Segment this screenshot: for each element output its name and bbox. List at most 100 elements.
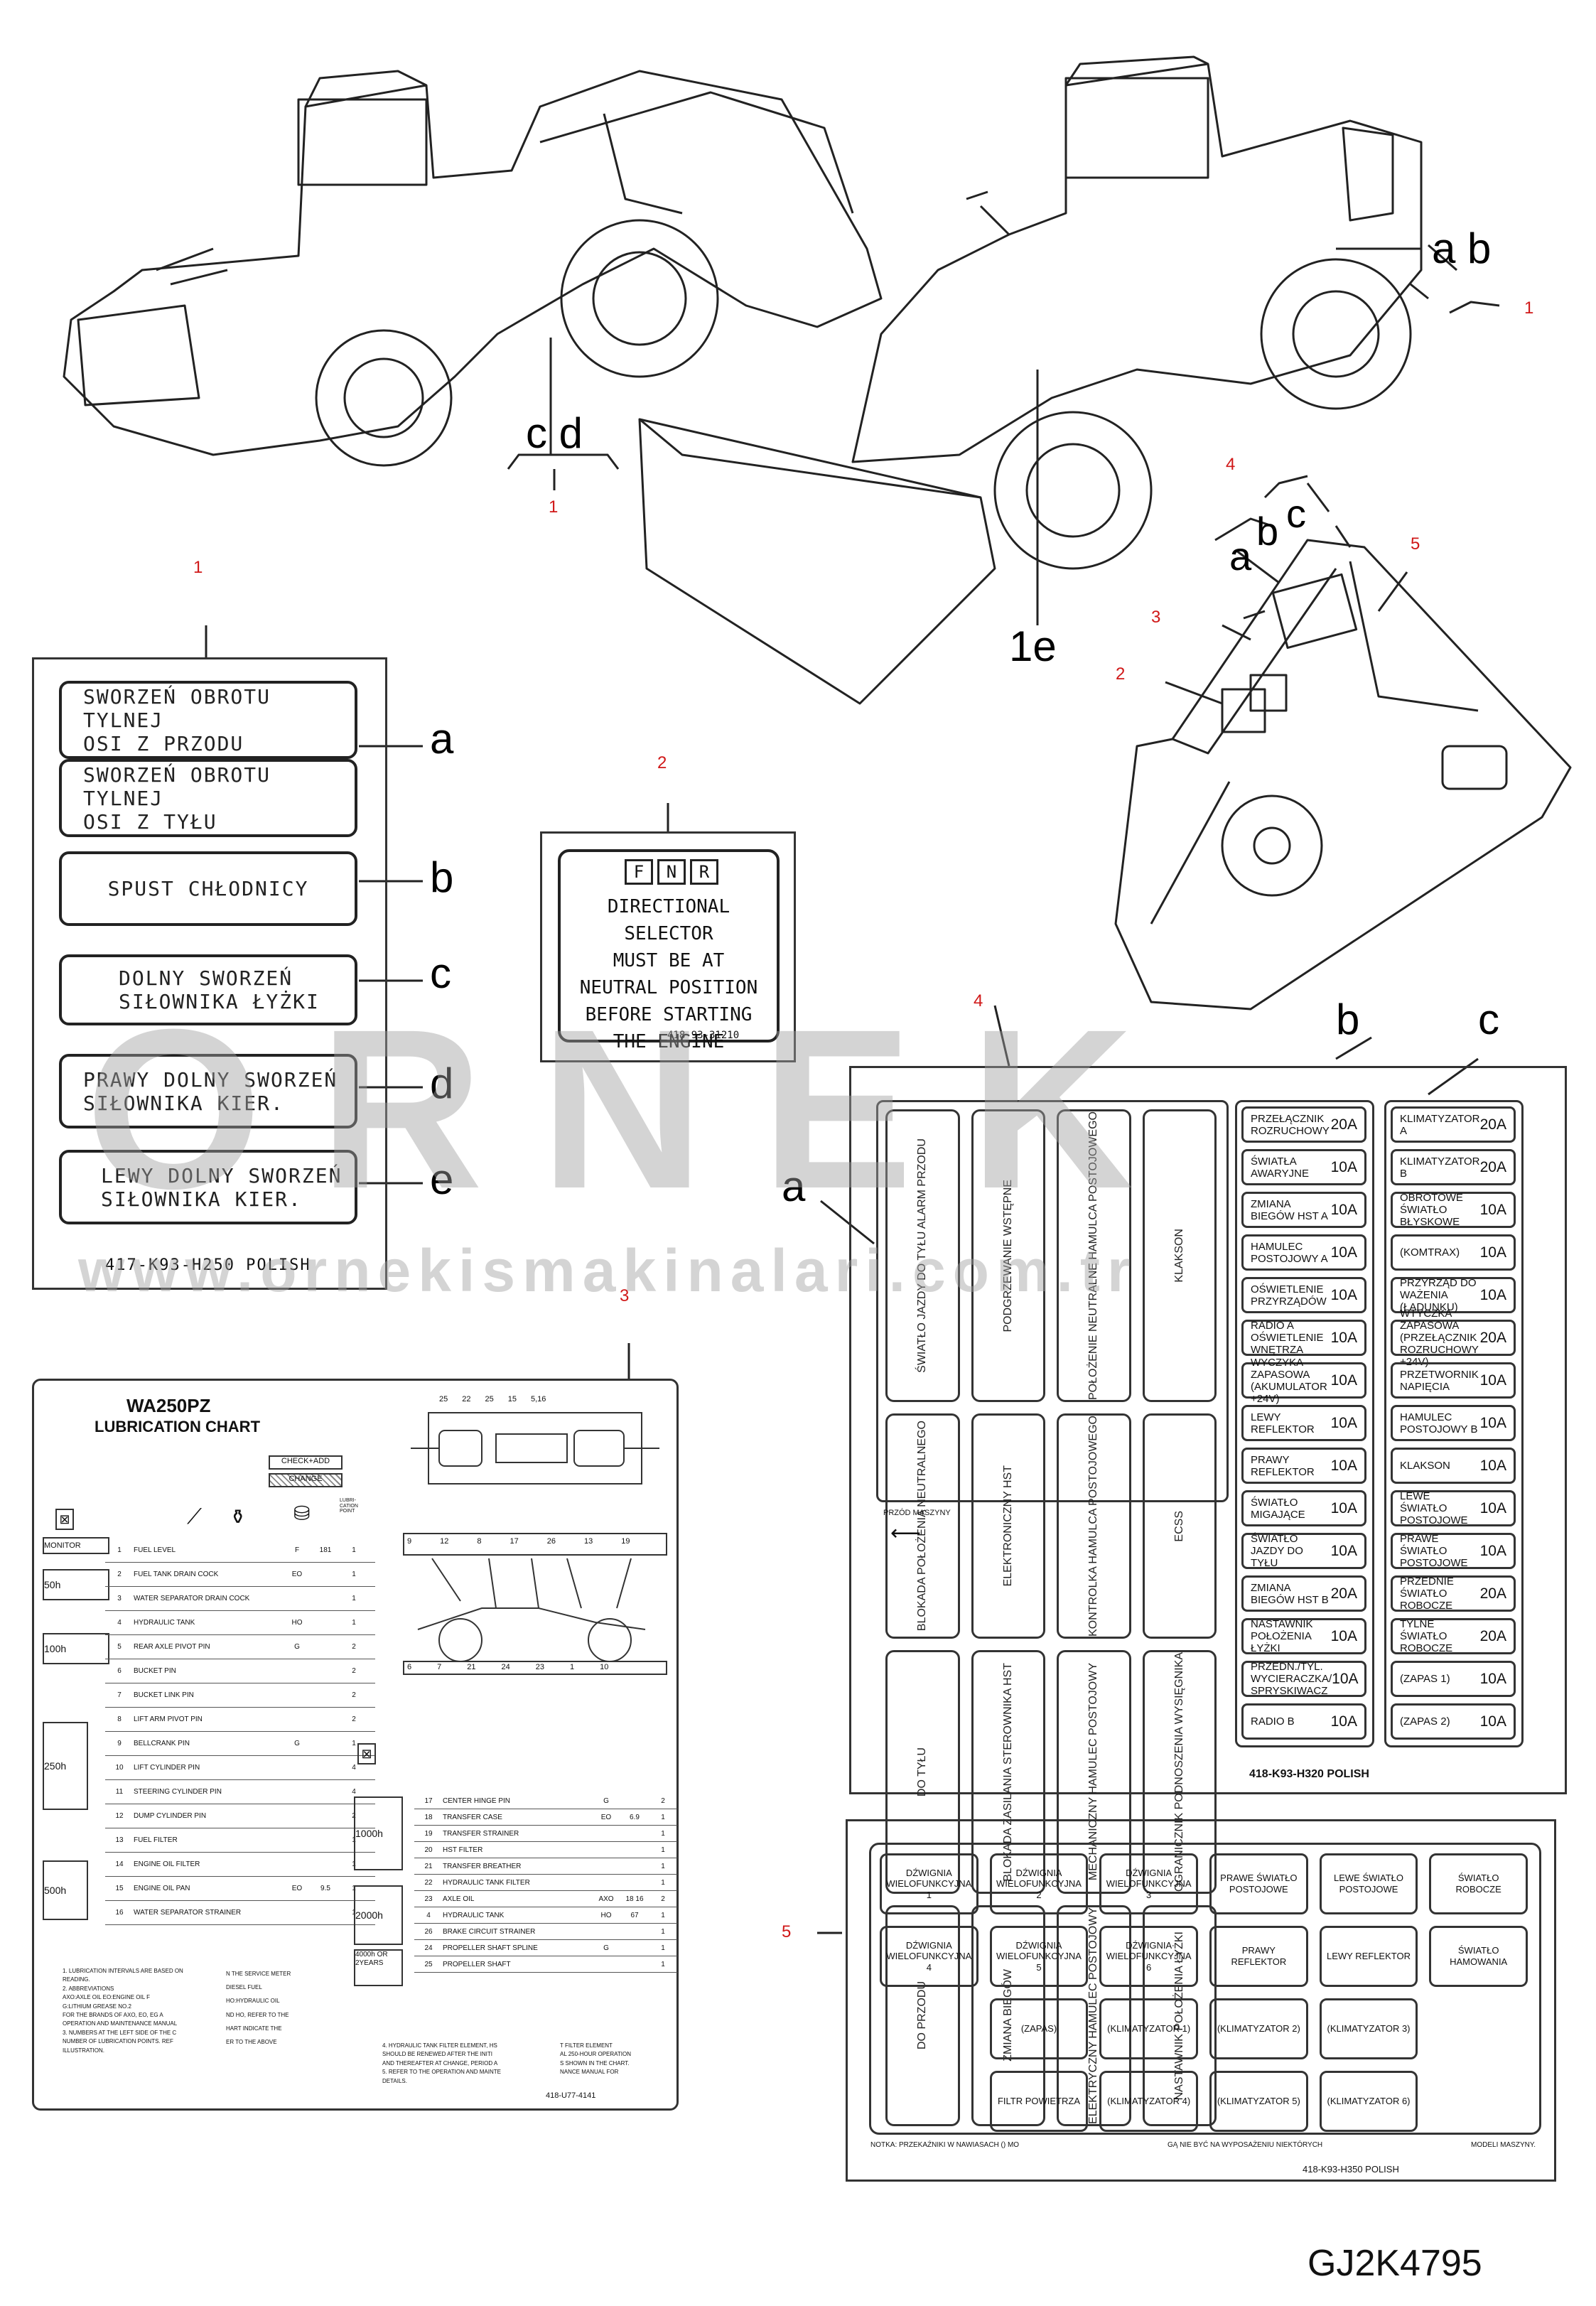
fuse-row-label: ZMIANA BIEGÓW HST A [1251, 1197, 1328, 1222]
lube-cell-code: EO [291, 1885, 303, 1892]
fuse-row-amp: 10A [1330, 1627, 1357, 1644]
fuse-slot: ZMIANA BIEGÓW [971, 1904, 1045, 2126]
lube-cell-qty: 6.9 [630, 1813, 640, 1821]
ref-panel5: 5 [782, 1922, 792, 1941]
relay-slot: FILTR POWIETRZA [989, 2071, 1089, 2132]
lube-cell-n: 14 [115, 1860, 124, 1868]
fuse-row: TYLNE ŚWIATŁO ROBOCZE 20A [1391, 1618, 1516, 1654]
lube-cell-pts: 2 [352, 1643, 356, 1651]
lube-cell-pts: 1 [352, 1619, 356, 1627]
interval-50h: 50h [43, 1569, 109, 1600]
fuse-row-amp: 10A [1330, 1542, 1357, 1559]
fuse-row-label: RADIO A OŚWIETLENIE WNĘTRZA [1251, 1320, 1324, 1356]
lube-cell-n: 15 [115, 1885, 124, 1892]
relay-slot: (KLIMATYZATOR 4) [1099, 2071, 1198, 2132]
lube-cell-n: 25 [424, 1960, 433, 1968]
lube-cell-n: 16 [115, 1909, 124, 1917]
interval-4000h: 4000h OR 2YEARS [354, 1949, 403, 1986]
lube-cell-item: REAR AXLE PIVOT PIN [134, 1643, 210, 1651]
ref-right-loader: 1 [1524, 298, 1534, 318]
fuse-row-amp: 10A [1332, 1670, 1359, 1687]
interval-2000h: 2000h [354, 1885, 403, 1945]
fuse-row-label: KLIMATYZATOR A [1400, 1112, 1480, 1137]
watermark-url: www.ornekismakinalari.com.tr [78, 1237, 1138, 1304]
lube-cell-item: ENGINE OIL FILTER [134, 1860, 200, 1868]
lube-cell-n: 21 [424, 1862, 433, 1870]
fuse-row-amp: 20A [1479, 1627, 1506, 1644]
diagram-code: GJ2K4795 [1307, 2243, 1482, 2284]
fuse-row: (KOMTRAX)10A [1391, 1234, 1516, 1271]
lube-title: WA250PZ [126, 1395, 211, 1416]
cab-illustration [1114, 475, 1572, 1011]
lube-cell-item: TRANSFER BREATHER [443, 1862, 522, 1870]
lube-cell-qty: 67 [630, 1911, 639, 1919]
fuse-row: PRZEDNIE ŚWIATŁO ROBOCZE 20A [1391, 1575, 1516, 1612]
fuse-row-label: ŚWIATŁO JAZDY DO TYŁU [1251, 1533, 1303, 1569]
fuse-row-amp: 20A [1479, 1585, 1506, 1602]
fuse-row-label: (ZAPAS 1) [1400, 1673, 1450, 1685]
fuse-slot-label: KLAKSON [1172, 1229, 1185, 1283]
fuse-row-amp: 10A [1330, 1329, 1357, 1346]
relay-slot: (KLIMATYZATOR 3) [1319, 1998, 1418, 2059]
fuse-row-label: KLAKSON [1400, 1460, 1450, 1472]
lube-cell-item: BUCKET LINK PIN [134, 1691, 194, 1699]
fuse-row-amp: 10A [1479, 1499, 1506, 1516]
fuse-row-label: PRZEDNIE ŚWIATŁO ROBOCZE [1400, 1575, 1454, 1612]
fuse-row: PRZYRZĄD DO WAŻENIA (ŁADUNKU)10A [1391, 1277, 1516, 1313]
watermark-logo: ORNEK [85, 981, 1191, 1236]
left-loader-illustration [63, 70, 883, 467]
fuse-row-amp: 10A [1479, 1244, 1506, 1261]
decal-a1: SWORZEŃ OBROTU TYLNEJ OSI Z PRZODU [59, 681, 357, 759]
interval-250h: 250h [43, 1722, 88, 1810]
fuse-row-amp: 10A [1330, 1457, 1357, 1474]
lube-cell-qty: 181 [319, 1546, 332, 1554]
lube-cell-n: 4 [426, 1911, 431, 1919]
fnr-f: F [625, 859, 653, 885]
lube-cell-item: FUEL LEVEL [134, 1546, 176, 1554]
fuse-row-label: TYLNE ŚWIATŁO ROBOCZE [1400, 1618, 1453, 1654]
panel1-decal-sheet: SWORZEŃ OBROTU TYLNEJ OSI Z PRZODU SWORZ… [32, 657, 387, 1290]
fuel-icon-right: ⊠ [357, 1743, 376, 1764]
fuse-row-label: OBROTOWE ŚWIATŁO BŁYSKOWE [1400, 1192, 1463, 1228]
lube-cell-n: 9 [117, 1740, 122, 1747]
fuse-slot-label: DO TYŁU [916, 1747, 929, 1796]
fuse-row: RADIO A OŚWIETLENIE WNĘTRZA 10A [1241, 1320, 1366, 1356]
callout-cab-c: c [1286, 491, 1306, 536]
fuse-row-label: RADIO B [1251, 1715, 1295, 1728]
fuse-row-label: PRZEŁĄCZNIK ROZRUCHOWY [1251, 1112, 1330, 1137]
fuse-row: ŚWIATŁO JAZDY DO TYŁU 10A [1241, 1533, 1366, 1569]
fuse-row-label: PRAWY REFLEKTOR [1251, 1453, 1315, 1478]
fuse-letter-a: a [782, 1163, 806, 1210]
lube-cell-n: 7 [117, 1691, 122, 1699]
relay-slot: PRAWE ŚWIATŁO POSTOJOWE [1209, 1853, 1308, 1914]
fuse-row-label: ŚWIATŁO MIGAJĄCE [1251, 1496, 1305, 1521]
fnr-warning-text: DIRECTIONAL SELECTOR MUST BE AT NEUTRAL … [579, 896, 758, 1052]
fuse-row-amp: 10A [1330, 1499, 1357, 1516]
interval-monitor: MONITOR [43, 1537, 109, 1554]
lube-cell-item: HYDRAULIC TANK FILTER [443, 1878, 530, 1887]
